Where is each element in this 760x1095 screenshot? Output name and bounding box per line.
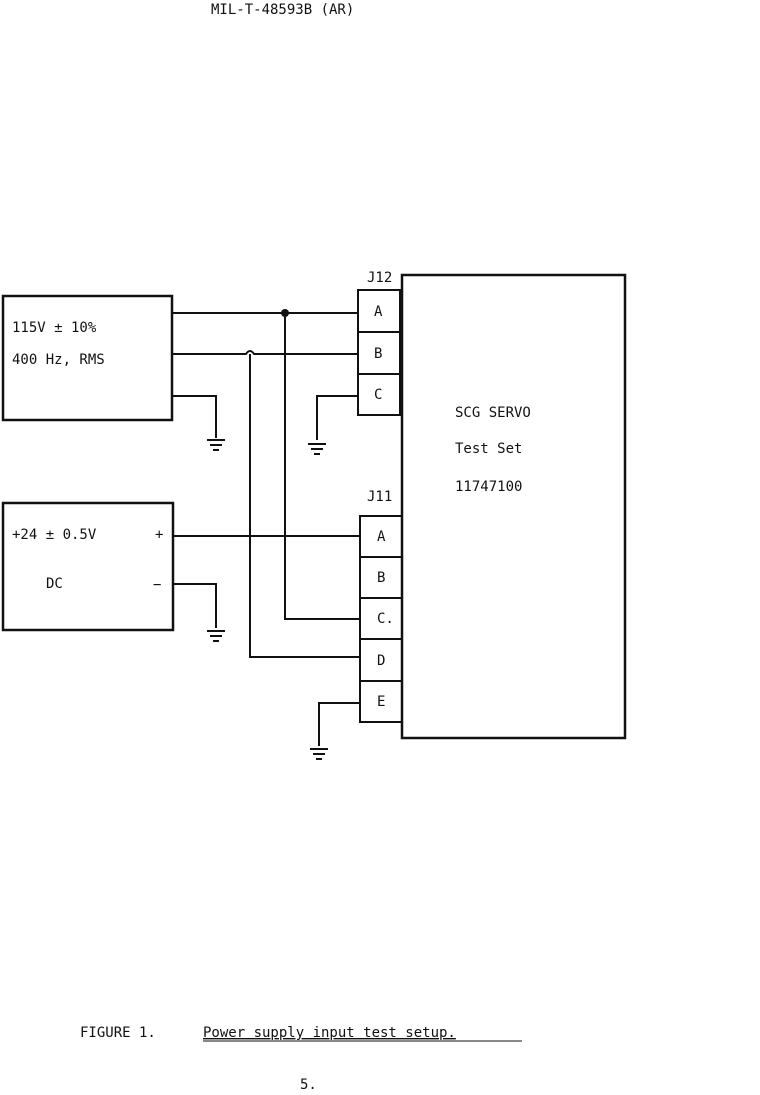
j11-pin-d: D [377,653,385,669]
j12-pin-a: A [374,304,383,320]
j12-connector: A B C [357,289,401,416]
test-set-name: SCG SERVO [455,405,531,421]
j12-label: J12 [367,270,392,286]
ac-supply-box [1,294,174,422]
wiring [172,309,360,746]
figure-number: FIGURE 1. [80,1025,156,1041]
j11-pin-a: A [377,529,386,545]
j11-connector: A B C. D E [359,515,403,723]
document-id: MIL-T-48593B (AR) [211,2,354,18]
dc-supply-voltage: +24 ± 0.5V [12,527,97,543]
j12-pin-b: B [374,346,382,362]
j11-pin-c: C. [377,611,394,627]
ground-icon [207,630,225,642]
dc-plus-terminal: + [155,527,163,543]
test-set-subtitle: Test Set [455,441,522,457]
ac-supply-voltage: 115V ± 10% [12,320,97,336]
ground-icon [310,748,328,760]
j11-pin-e: E [377,694,385,710]
dc-supply-type: DC [46,576,63,592]
j12-pin-c: C [374,387,382,403]
test-set-part-number: 11747100 [455,479,522,495]
j11-label: J11 [367,489,392,505]
dc-supply-box [1,501,175,632]
dc-minus-terminal: − [153,577,161,593]
j11-pin-b: B [377,570,385,586]
test-set-box [400,273,627,740]
page-number: 5. [300,1077,317,1093]
ground-icon [308,443,326,455]
figure-title: Power supply input test setup. [203,1025,456,1041]
ground-icon [207,439,225,451]
ac-supply-frequency: 400 Hz, RMS [12,352,105,368]
